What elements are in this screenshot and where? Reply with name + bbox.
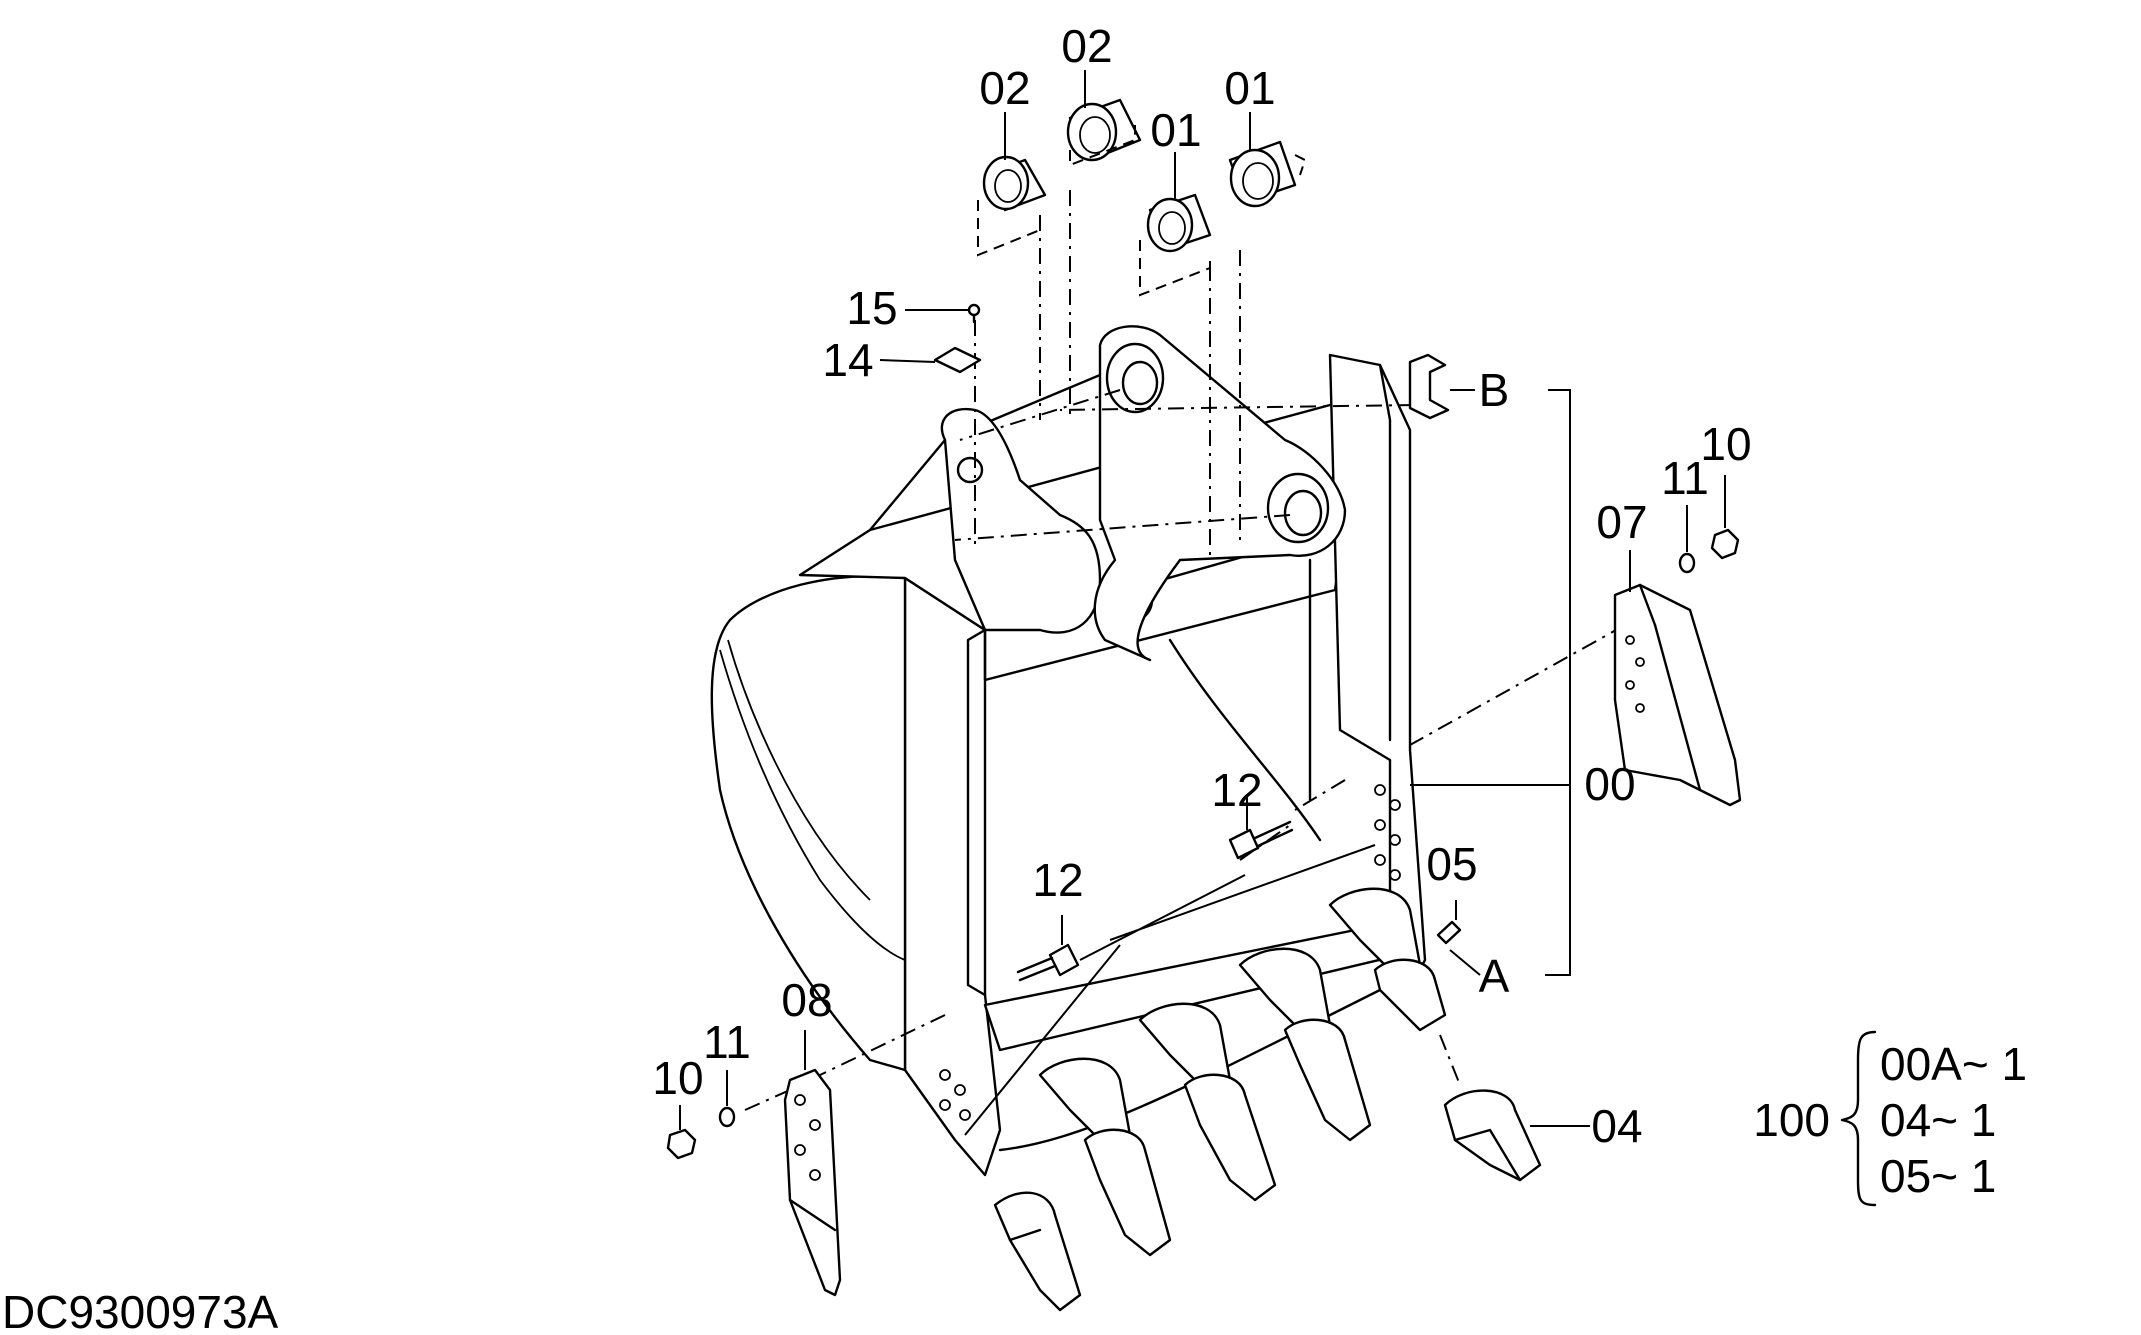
callout-02b: 02 (1061, 20, 1112, 72)
callout-07: 07 (1596, 496, 1647, 548)
kit-legend: 100 00A~ 1 04~ 1 05~ 1 (1753, 1038, 2027, 1202)
callout-02a: 02 (979, 62, 1030, 114)
callout-14: 14 (822, 334, 873, 386)
left-side-plate (903, 576, 1002, 1177)
kit-item-1: 00A~ 1 (1880, 1038, 2027, 1090)
leader-lines (679, 70, 1877, 1207)
callout-11-right: 11 (1661, 452, 1709, 504)
plate-14 (933, 346, 982, 374)
callout-15: 15 (846, 282, 897, 334)
callout-05: 05 (1426, 838, 1477, 890)
tooth-2 (1038, 1057, 1172, 1257)
callout-11-left: 11 (703, 1016, 751, 1068)
tooth-3 (1138, 1002, 1277, 1202)
bolt-12-lower (1016, 943, 1080, 982)
callout-01a: 01 (1150, 104, 1201, 156)
callout-10-left: 10 (652, 1052, 703, 1104)
side-cutter-07 (1613, 583, 1742, 807)
tooth-4 (1238, 947, 1372, 1142)
left-boss-hole (956, 456, 984, 484)
drawing-code: DC9300973A (2, 1286, 279, 1335)
washer-11-left (718, 1106, 736, 1128)
callout-a: A (1479, 950, 1510, 1002)
callout-00: 00 (1584, 758, 1635, 810)
callout-12-lower: 12 (1032, 854, 1083, 906)
callout-b: B (1479, 364, 1510, 416)
callout-01b: 01 (1224, 62, 1275, 114)
bolt-12-upper (1228, 820, 1294, 860)
callout-08: 08 (781, 974, 832, 1026)
tooth-1 (993, 1191, 1082, 1312)
callout-12-upper: 12 (1211, 764, 1262, 816)
side-plate-holes (939, 784, 1401, 1121)
tooth-5 (1328, 887, 1447, 1032)
callout-10-right: 10 (1700, 418, 1751, 470)
center-boss-plate (1093, 325, 1347, 662)
kit-item-3: 05~ 1 (1880, 1150, 1996, 1202)
bushing-01-left (1139, 193, 1212, 297)
screw-15 (967, 303, 981, 324)
kit-brace (1840, 1030, 1877, 1207)
kit-number: 100 (1753, 1094, 1830, 1146)
bucket-body (710, 325, 1427, 1177)
tooth-04 (1443, 1089, 1542, 1182)
bushing-02-left (977, 155, 1047, 257)
pin-05 (1436, 920, 1462, 945)
washer-11-right (1678, 552, 1696, 574)
callout-04: 04 (1591, 1100, 1642, 1152)
bushing-01-right (1228, 140, 1307, 208)
bucket-teeth (993, 887, 1447, 1312)
nut-10-right (1710, 528, 1740, 560)
nut-10-left (666, 1128, 697, 1160)
bushing-02-right (1066, 98, 1142, 167)
kit-item-2: 04~ 1 (1880, 1094, 1996, 1146)
part-b-clip (1408, 353, 1450, 420)
callout-labels: 02 02 01 01 15 14 B 10 11 07 00 12 12 05… (652, 20, 1751, 1152)
side-cutter-08 (783, 1068, 842, 1297)
